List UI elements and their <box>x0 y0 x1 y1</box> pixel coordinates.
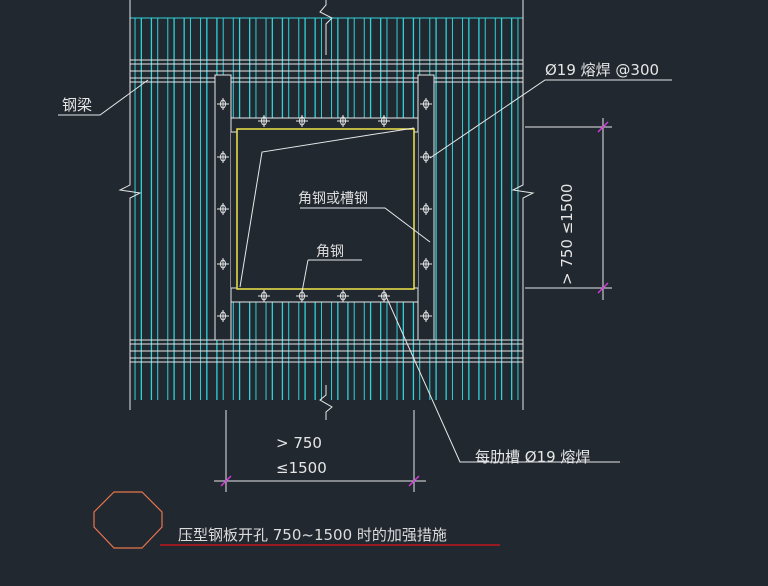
dimension-bottom <box>214 410 426 492</box>
octagon-symbol <box>93 491 163 549</box>
label-dimension-right: > 750 ≤1500 <box>558 184 576 285</box>
leader-lines <box>58 79 672 463</box>
steel-beam-lines <box>130 59 523 363</box>
dimension-tick <box>220 475 232 487</box>
deck-opening <box>236 128 415 290</box>
label-angle-or-channel: 角钢或槽钢 <box>298 191 368 207</box>
panel-border <box>118 0 535 420</box>
stud-mark <box>296 115 308 127</box>
dimension-ticks <box>220 121 609 487</box>
stud-mark <box>378 290 390 302</box>
stud-mark <box>258 115 270 127</box>
stud-mark <box>217 310 229 322</box>
stud-mark <box>217 203 229 215</box>
stud-mark <box>420 310 432 322</box>
stud-mark <box>337 290 349 302</box>
dimension-tick <box>408 475 420 487</box>
stud-mark <box>217 258 229 270</box>
label-dimension-bottom-2: ≤1500 <box>276 459 327 477</box>
label-weld-spec: Ø19 熔焊 @300 <box>545 61 659 79</box>
dimension-tick <box>597 282 609 294</box>
stud-mark <box>420 258 432 270</box>
stud-mark <box>217 98 229 110</box>
stud-mark <box>217 151 229 163</box>
dimension-right <box>525 118 612 300</box>
stud-marks <box>217 98 432 322</box>
stud-mark <box>378 115 390 127</box>
stud-mark <box>420 203 432 215</box>
label-rib-weld: 每肋槽 Ø19 熔焊 <box>475 448 590 466</box>
label-steel-beam: 钢梁 <box>62 96 92 114</box>
stud-mark <box>258 290 270 302</box>
drawing-title: 压型钢板开孔 750~1500 时的加强措施 <box>178 526 447 544</box>
stud-mark <box>337 115 349 127</box>
label-dimension-bottom-1: > 750 <box>276 434 322 452</box>
stud-mark <box>420 98 432 110</box>
dimension-tick <box>597 121 609 133</box>
label-angle-steel: 角钢 <box>316 244 344 260</box>
stud-mark <box>420 151 432 163</box>
